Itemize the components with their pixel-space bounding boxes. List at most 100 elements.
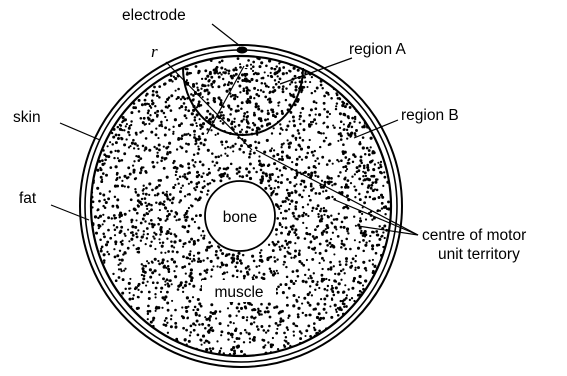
fibre-dot [239,175,241,177]
fibre-dot [295,163,298,166]
fibre-dot [345,263,348,266]
fibre-dot [137,289,139,291]
fibre-dot [263,151,266,154]
fibre-dot [150,107,152,109]
fibre-dot [242,254,244,256]
fibre-dot [91,206,93,208]
fibre-dot [170,94,173,97]
fibre-dot [113,157,115,159]
fibre-dot [299,115,302,118]
fibre-dot [351,175,353,177]
fibre-dot [155,287,158,290]
fibre-dot [198,174,201,177]
fibre-dot [193,165,195,167]
fibre-dot [159,201,162,204]
fibre-dot [198,323,200,325]
fibre-dot [197,227,200,230]
fibre-dot [103,235,106,238]
fibre-dot [211,43,213,45]
fibre-dot [185,133,188,136]
fibre-dot [298,252,300,254]
fibre-dot [268,122,271,125]
fibre-dot [323,298,326,301]
fibre-dot [318,163,320,165]
fibre-dot [298,296,300,298]
fibre-dot [326,289,328,291]
fibre-dot [306,152,309,155]
fibre-dot [235,67,237,69]
fibre-dot [223,352,225,354]
fibre-dot [242,151,245,154]
fibre-dot [210,76,213,79]
fibre-dot [261,82,264,85]
fibre-dot [130,306,132,308]
fibre-dot [240,108,243,111]
fibre-dot [294,75,297,78]
fibre-dot [131,221,133,223]
fibre-dot [182,225,185,228]
fibre-dot [247,35,250,38]
fibre-dot [133,171,136,174]
fibre-dot [288,287,291,290]
fibre-dot [197,298,200,301]
fibre-dot [133,102,136,105]
fibre-dot [175,219,177,221]
fibre-dot [102,172,105,175]
fibre-dot [340,120,343,123]
fibre-dot [196,171,199,174]
fibre-dot [208,341,211,344]
fibre-dot [189,258,191,260]
fibre-dot [326,116,329,119]
fibre-dot [293,95,296,98]
fibre-dot [319,219,322,222]
fibre-dot [273,306,276,309]
fibre-dot [175,98,177,100]
fibre-dot [137,296,139,298]
fibre-dot [213,179,216,182]
fibre-dot [288,145,291,148]
fibre-dot [279,248,282,251]
fibre-dot [282,42,284,44]
fibre-dot [272,337,274,339]
fibre-dot [239,259,242,262]
fibre-dot [148,262,150,264]
fibre-dot [133,244,135,246]
fibre-dot [184,195,186,197]
fibre-dot [340,159,343,162]
fibre-dot [115,133,118,136]
fibre-dot [144,147,147,150]
fibre-dot [338,273,341,276]
fibre-dot [225,140,228,143]
fibre-dot [215,317,217,319]
fibre-dot [265,65,268,68]
fibre-dot [110,151,113,154]
fibre-dot [181,135,184,138]
fibre-dot [171,202,174,205]
fibre-dot [228,24,231,27]
fibre-dot [299,145,301,147]
fibre-dot [304,81,306,83]
fibre-dot [243,8,246,11]
fibre-dot [292,93,294,95]
fibre-dot [162,277,165,280]
fibre-dot [214,164,216,166]
fibre-dot [147,112,150,115]
fibre-dot [183,214,186,217]
fibre-dot [313,165,316,168]
fibre-dot [119,231,122,234]
fibre-dot [170,210,173,213]
fibre-dot [301,196,304,199]
fibre-dot [232,274,235,277]
fibre-dot [311,258,314,261]
fibre-dot [339,263,342,266]
fibre-dot [231,145,234,148]
fibre-dot [244,6,247,9]
fibre-dot [275,233,277,235]
fibre-dot [359,217,361,219]
fibre-dot [227,324,229,326]
fibre-dot [315,236,318,239]
fibre-dot [129,145,131,147]
fibre-dot [167,210,169,212]
fibre-dot [210,26,212,28]
fibre-dot [335,108,337,110]
